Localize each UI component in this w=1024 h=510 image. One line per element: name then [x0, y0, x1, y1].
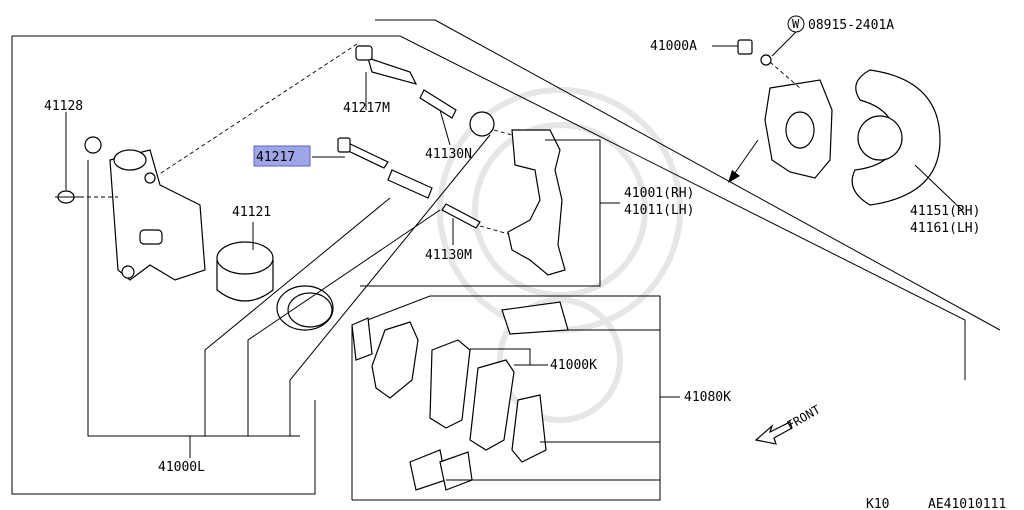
- label-41217[interactable]: 41217: [256, 150, 295, 165]
- leader-lines: [87, 72, 660, 481]
- label-41000L[interactable]: 41000L: [158, 460, 205, 475]
- pad-kit-box: [351, 295, 680, 501]
- label-41000K[interactable]: 41000K: [550, 358, 597, 373]
- page-code: K10: [866, 497, 889, 510]
- label-41080K[interactable]: 41080K: [684, 390, 731, 405]
- piston: [216, 222, 274, 302]
- label-41011[interactable]: 41011(LH): [624, 203, 694, 218]
- guide-pins: [157, 43, 531, 241]
- label-41128[interactable]: 41128: [44, 99, 83, 114]
- caliper-body: [109, 149, 206, 281]
- piston-seal: [276, 285, 334, 331]
- label-41130N[interactable]: 41130N: [425, 147, 472, 162]
- assembly-outline: [11, 19, 1001, 495]
- label-41217M[interactable]: 41217M: [343, 101, 390, 116]
- label-41121[interactable]: 41121: [232, 205, 271, 220]
- label-41151[interactable]: 41151(RH): [910, 204, 980, 219]
- bleeder-screw: [55, 112, 118, 204]
- diagram-code: AE41010111: [928, 497, 1006, 510]
- washer-symbol: W: [792, 17, 800, 31]
- label-41130M[interactable]: 41130M: [425, 248, 472, 263]
- label-08915-2401A[interactable]: 08915-2401A: [808, 18, 894, 33]
- splash-guard: [851, 69, 963, 211]
- pads: [351, 301, 569, 491]
- label-41001[interactable]: 41001(RH): [624, 186, 694, 201]
- label-41161[interactable]: 41161(LH): [910, 221, 980, 236]
- label-41000A[interactable]: 41000A: [650, 39, 697, 54]
- caliper-assembly-installed: [712, 15, 833, 183]
- front-direction-arrow: [754, 421, 793, 445]
- front-label: FRONT: [785, 402, 823, 432]
- caliper-support: [360, 129, 620, 287]
- highlight-box-41217: [253, 145, 311, 167]
